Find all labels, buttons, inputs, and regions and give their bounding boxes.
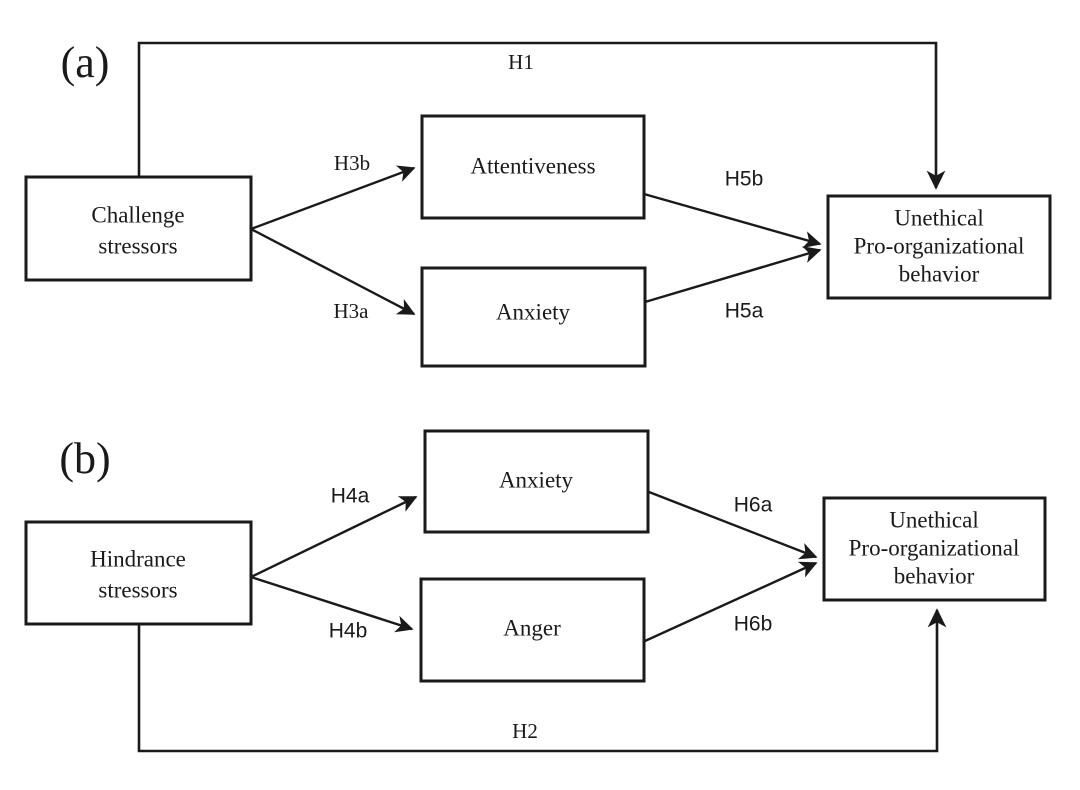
node-anxiety-a-box xyxy=(420,266,647,368)
node-challenge-stressors-line1: Challenge xyxy=(91,202,184,227)
node-upb-b: Unethical Pro-organizational behavior xyxy=(822,496,1047,602)
edge-h4b-label: H4b xyxy=(329,620,368,643)
edge-h4a-label: H4a xyxy=(331,485,370,508)
edge-h3a-path xyxy=(250,227,416,316)
node-upb-b-line1: Unethical xyxy=(889,507,978,532)
edge-h5b-label: H5b xyxy=(725,168,764,191)
edge-h6a-path xyxy=(648,490,818,560)
node-upb-b-box xyxy=(822,496,1047,602)
edge-h3b-label: H3b xyxy=(334,151,370,175)
node-anxiety-a: Anxiety xyxy=(420,266,647,368)
edge-h1-path xyxy=(137,41,946,190)
node-upb-a-line1: Unethical xyxy=(894,205,983,230)
node-upb-a-line3: behavior xyxy=(899,261,980,286)
panel-a: (a) H1 H3b H3a H5b H5a Challenge stresso… xyxy=(24,38,1052,368)
node-upb-a: Unethical Pro-organizational behavior xyxy=(826,194,1052,300)
node-anger-line1: Anger xyxy=(503,615,561,640)
node-anxiety-b-box xyxy=(423,429,650,534)
edge-h4b-path xyxy=(250,575,414,633)
panel-b: (b) H2 H4a H4b H6a H6b Hindrance stresso… xyxy=(24,429,1047,753)
node-hindrance-stressors-box xyxy=(24,520,253,626)
node-challenge-stressors-box xyxy=(24,175,253,282)
node-anger-box xyxy=(419,577,646,683)
edge-h5a-path xyxy=(644,246,822,304)
node-hindrance-stressors-line2: stressors xyxy=(98,577,177,602)
edge-h5b-path xyxy=(643,192,822,248)
edge-h2-label: H2 xyxy=(512,719,538,743)
node-challenge-stressors: Challenge stressors xyxy=(24,175,253,282)
edge-h6a-label: H6a xyxy=(734,494,773,517)
edge-h5a-label: H5a xyxy=(725,300,764,323)
panel-b-label: (b) xyxy=(59,434,110,483)
node-challenge-stressors-line2: stressors xyxy=(98,233,177,258)
node-attentiveness-line1: Attentiveness xyxy=(470,153,595,178)
edge-h3b-path xyxy=(250,165,416,231)
edge-h4a-path xyxy=(250,495,418,579)
node-upb-b-line2: Pro-organizational xyxy=(849,535,1020,560)
node-upb-a-line2: Pro-organizational xyxy=(854,233,1025,258)
node-hindrance-stressors: Hindrance stressors xyxy=(24,520,253,626)
node-hindrance-stressors-line1: Hindrance xyxy=(90,546,186,571)
node-attentiveness: Attentiveness xyxy=(420,114,646,220)
edge-h6b-label: H6b xyxy=(734,613,773,636)
node-upb-b-line3: behavior xyxy=(894,563,975,588)
edge-h1-label: H1 xyxy=(508,50,534,74)
edge-h2-path xyxy=(137,608,947,753)
node-attentiveness-box xyxy=(420,114,646,220)
node-upb-a-box xyxy=(826,194,1052,300)
node-anxiety-b: Anxiety xyxy=(423,429,650,534)
node-anxiety-b-line1: Anxiety xyxy=(499,467,574,492)
node-anxiety-a-line1: Anxiety xyxy=(496,299,571,324)
edge-h3a-label: H3a xyxy=(334,299,370,323)
edge-h6b-path xyxy=(644,561,818,643)
node-anger: Anger xyxy=(419,577,646,683)
panel-a-label: (a) xyxy=(61,38,110,87)
